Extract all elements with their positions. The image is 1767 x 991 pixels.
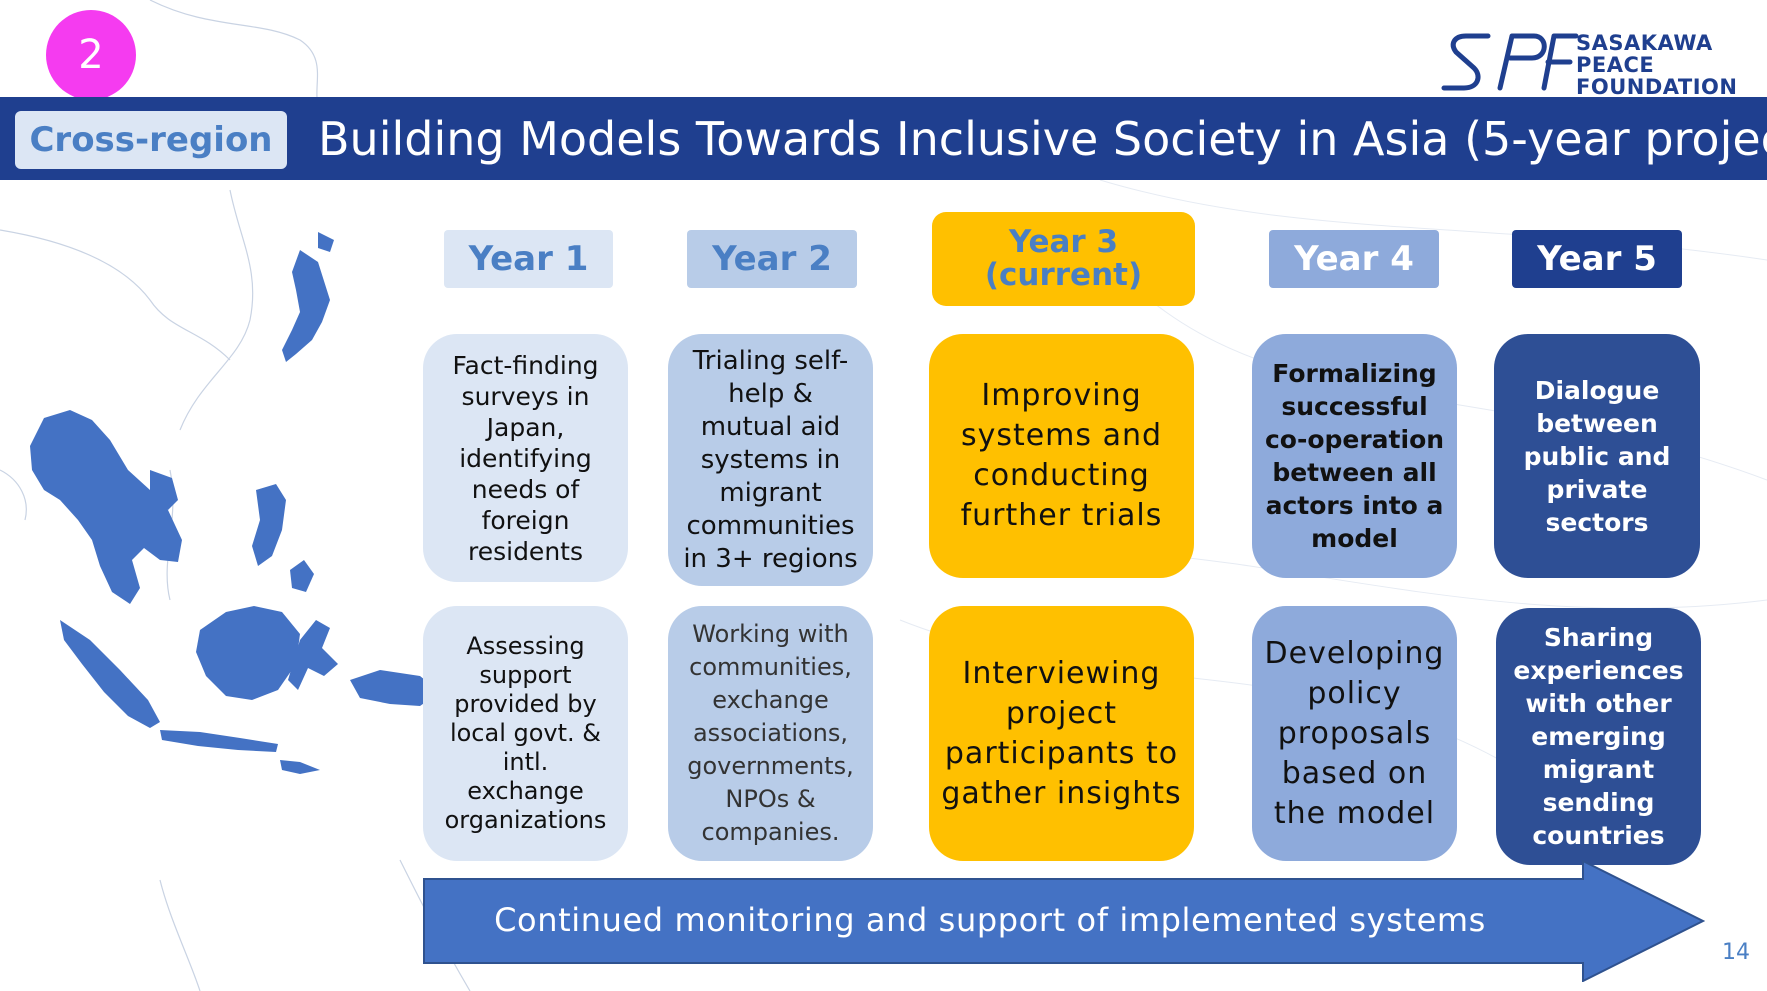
card-line: between (1536, 408, 1658, 438)
card-line: co-operation (1264, 425, 1445, 454)
card-line: between all (1272, 458, 1437, 487)
card-line: Assessing (466, 632, 585, 660)
card-line: in 3+ regions (683, 543, 858, 574)
monitoring-arrow-label: Continued monitoring and support of impl… (494, 901, 1486, 939)
year-4-top-card: Formalizing successful co-operation betw… (1252, 334, 1457, 578)
year-1-label: Year 1 (444, 230, 613, 288)
card-line: policy (1307, 675, 1402, 711)
card-line: Japan, (486, 412, 565, 442)
year-3-top-card: Improving systems and conducting further… (929, 334, 1194, 578)
year-4-bottom-card: Developing policy proposals based on the… (1252, 606, 1457, 861)
card-line: proposals (1277, 715, 1432, 751)
card-line: participants to (944, 735, 1179, 771)
card-line: Sharing (1543, 623, 1654, 652)
card-line: migrant (1542, 755, 1655, 784)
card-line: Improving (981, 378, 1142, 413)
card-line: conducting (973, 458, 1150, 493)
header-band (0, 97, 1767, 180)
card-line: public and (1523, 441, 1671, 471)
card-line: communities (686, 510, 855, 541)
card-line: Fact-finding (452, 350, 599, 380)
card-line: systems in (700, 444, 841, 475)
year-3-title: Year 3 (1008, 224, 1119, 260)
card-line: sectors (1545, 507, 1649, 537)
card-line: migrant (719, 477, 822, 508)
year-5-label: Year 5 (1512, 230, 1682, 288)
logo-line-1: SASAKAWA (1576, 31, 1713, 55)
year-2-label: Year 2 (687, 230, 857, 288)
card-line: residents (467, 536, 583, 566)
card-line: needs of (471, 474, 580, 504)
card-line: with other (1525, 689, 1672, 718)
card-line: provided by (454, 690, 597, 718)
card-line: Trialing self- (692, 345, 849, 376)
year-2-top-card: Trialing self- help & mutual aid systems… (668, 334, 873, 586)
card-line: Dialogue (1534, 375, 1660, 405)
monitoring-arrow-icon (423, 860, 1705, 982)
card-line: companies. (701, 818, 840, 846)
card-line: actors into a (1265, 491, 1444, 520)
logo-wordmark: SASAKAWA PEACE FOUNDATION (1576, 32, 1737, 98)
card-line: communities, (689, 653, 852, 681)
spf-logo: SASAKAWA PEACE FOUNDATION (1440, 28, 1740, 98)
card-line: further trials (960, 498, 1163, 533)
year-2-bottom-card: Working with communities, exchange assoc… (668, 606, 873, 861)
card-line: emerging (1531, 722, 1666, 751)
card-line: countries (1532, 821, 1665, 850)
card-line: intl. (502, 748, 549, 776)
card-line: private (1546, 474, 1648, 504)
card-line: exchange (712, 686, 829, 714)
card-line: sending (1542, 788, 1655, 817)
card-line: mutual aid (700, 411, 841, 442)
year-4-label: Year 4 (1269, 230, 1439, 288)
year-5-bottom-card: Sharing experiences with other emerging … (1496, 608, 1701, 865)
card-line: the model (1273, 795, 1436, 831)
card-line: identifying (459, 443, 592, 473)
card-line: surveys in (461, 381, 590, 411)
card-line: systems and (960, 418, 1163, 453)
card-line: successful (1281, 392, 1428, 421)
card-line: exchange (467, 777, 584, 805)
card-line: Formalizing (1272, 359, 1437, 388)
year-3-label: Year 3 (current) (932, 212, 1195, 306)
slide-title: Building Models Towards Inclusive Societ… (318, 112, 1767, 166)
region-tag: Cross-region (15, 111, 287, 169)
year-3-status: (current) (984, 257, 1143, 293)
year-5-top-card: Dialogue between public and private sect… (1494, 334, 1700, 578)
slide-number-badge: 2 (46, 10, 136, 100)
card-line: organizations (444, 806, 607, 834)
card-line: governments, (687, 752, 854, 780)
card-line: model (1311, 524, 1398, 553)
card-line: Developing (1264, 635, 1445, 671)
card-line: NPOs & (725, 785, 816, 813)
card-line: experiences (1513, 656, 1684, 685)
card-line: based on (1281, 755, 1428, 791)
card-line: associations, (692, 719, 849, 747)
card-line: project (1005, 695, 1118, 731)
logo-line-2: PEACE (1576, 53, 1655, 77)
card-line: Interviewing (962, 655, 1161, 691)
page-number: 14 (1722, 940, 1750, 965)
card-line: support (479, 661, 572, 689)
card-line: local govt. & (449, 719, 602, 747)
card-line: help & (728, 378, 813, 409)
year-1-top-card: Fact-finding surveys in Japan, identifyi… (423, 334, 628, 582)
year-1-bottom-card: Assessing support provided by local govt… (423, 606, 628, 861)
card-line: gather insights (941, 775, 1182, 811)
card-line: foreign (481, 505, 570, 535)
year-3-bottom-card: Interviewing project participants to gat… (929, 606, 1194, 861)
logo-line-3: FOUNDATION (1576, 75, 1738, 99)
spf-logo-mark-icon (1441, 33, 1579, 91)
card-line: Working with (692, 620, 849, 648)
